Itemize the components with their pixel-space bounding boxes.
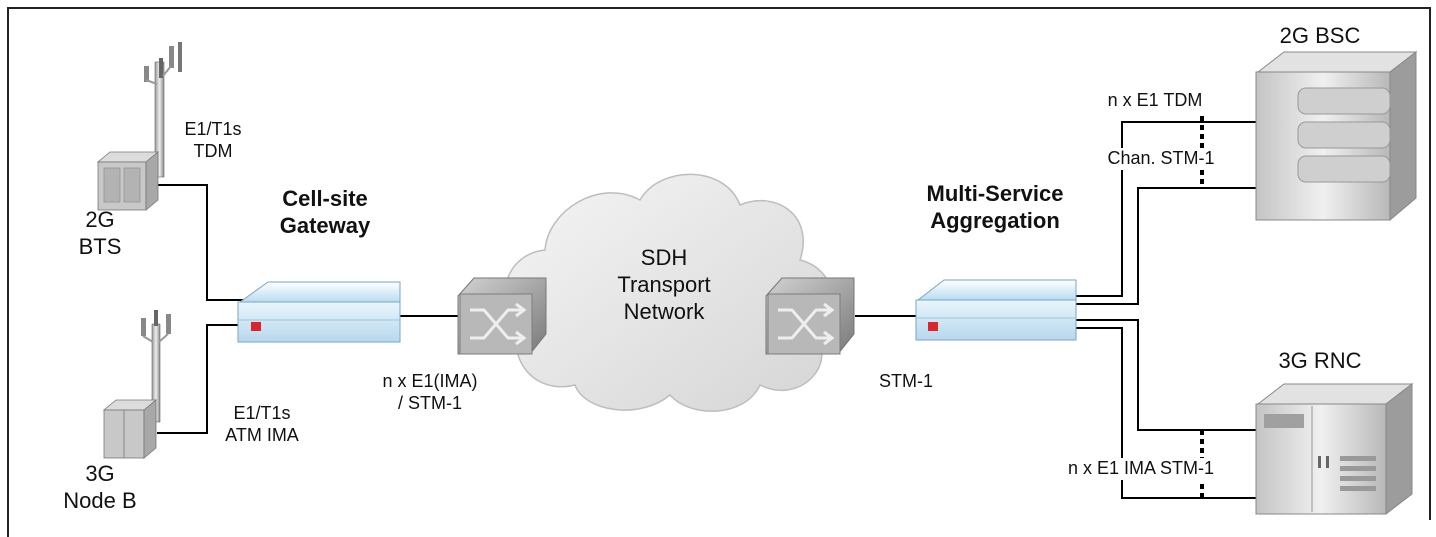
link-nodeb-csg (157, 324, 245, 434)
node-label-2g-bsc: 2G BSC (1279, 23, 1361, 48)
node-label-multi-service-aggregation: Multi-Service Aggregation (926, 181, 1064, 233)
link-label-msa-rnc: n x E1 IMA STM-1 (1030, 458, 1252, 480)
node-label-2g-bts: 2G BTS (78, 207, 122, 259)
cell-site-gateway-icon (237, 281, 401, 343)
link-msa-bsc-top (1070, 121, 1256, 297)
link-label-msa-bsc-top: n x E1 TDM (1107, 90, 1203, 110)
red-port-icon (251, 322, 261, 331)
sdh-cross-connect-right-icon (765, 277, 855, 355)
link-msa-rnc-bottom (1076, 327, 1256, 499)
node-label-cell-site-gateway: Cell-site Gateway (279, 186, 371, 238)
red-port-icon (928, 322, 938, 331)
bts-antenna-tower-icon (144, 42, 182, 178)
link-label-bts-csg: E1/T1s TDM (184, 119, 242, 161)
node-label-3g-nodeb: 3G Node B (63, 461, 137, 513)
link-label-csg-sdh: n x E1(IMA) / STM-1 (382, 371, 478, 413)
bts-cabinet-icon (96, 151, 160, 211)
link-msa-rnc-top (1076, 319, 1256, 431)
bsc-server-rack-icon (1255, 50, 1418, 222)
rnc-server-rack-icon (1255, 382, 1414, 516)
link-label-msa-bsc-bottom: Chan. STM-1 (1080, 148, 1242, 170)
link-label-nodeb-csg: E1/T1s ATM IMA (225, 403, 299, 445)
node-label-3g-rnc: 3G RNC (1278, 348, 1362, 373)
nodeb-cabinet-icon (102, 399, 158, 459)
link-bts-csg (157, 184, 245, 301)
multi-service-aggregation-icon (915, 279, 1077, 341)
connection-lines (157, 121, 1256, 499)
diagram-frame (7, 7, 1431, 537)
link-label-sdh-msa: STM-1 (879, 371, 933, 391)
sdh-cross-connect-left-icon (457, 277, 547, 355)
link-msa-bsc-bottom (1070, 187, 1256, 305)
node-label-sdh-network: SDH Transport Network (617, 245, 711, 324)
